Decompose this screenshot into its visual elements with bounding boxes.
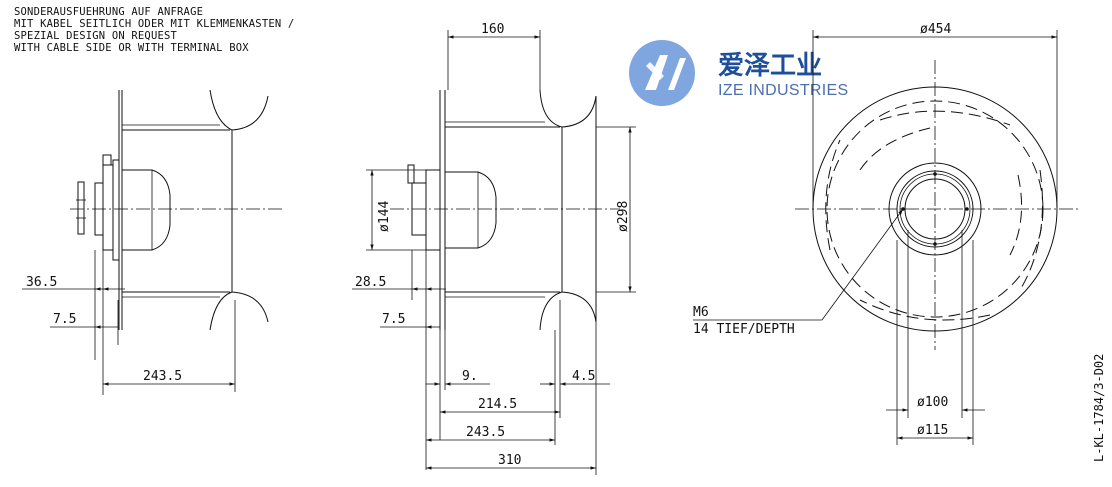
logo-mark-icon: [629, 40, 695, 106]
note-line-2: MIT KABEL SEITLICH ODER MIT KLEMMENKASTE…: [14, 18, 295, 30]
side-dim-160: 160: [481, 22, 504, 37]
left-dim-7-5: 7.5: [53, 312, 76, 327]
side-dim-243-5: 243.5: [466, 425, 505, 440]
note-line-3: SPEZIAL DESIGN ON REQUEST: [14, 30, 178, 42]
logo-english-text: IZE INDUSTRIES: [718, 82, 848, 99]
left-dim-36-5: 36.5: [26, 275, 57, 290]
front-dim-454: ø454: [920, 22, 951, 37]
note-line-1: SONDERAUSFUEHRUNG AUF ANFRAGE: [14, 6, 204, 18]
side-dim-9: 9.: [462, 369, 478, 384]
left-side-view: 36.5 7.5 243.5: [22, 89, 285, 395]
side-dim-4-5: 4.5: [572, 369, 595, 384]
side-section-view: 160 ø144 ø298 28.5 7.5 9. 4.5: [352, 22, 636, 475]
logo-chinese-text: 爱泽工业: [718, 51, 822, 81]
front-dim-115: ø115: [917, 423, 948, 438]
side-dim-28-5: 28.5: [355, 275, 386, 290]
front-view: ø454 M6 14 TIEF/DEPTH ø100 ø115: [693, 22, 1080, 445]
front-thread-label: M6: [693, 305, 709, 320]
left-dim-243-5: 243.5: [143, 369, 182, 384]
company-logo: 爱泽工业 IZE INDUSTRIES: [629, 40, 848, 106]
front-dim-100: ø100: [917, 395, 948, 410]
note-line-4: WITH CABLE SIDE OR WITH TERMINAL BOX: [14, 42, 249, 54]
side-dim-144: ø144: [377, 201, 392, 232]
side-dim-298: ø298: [616, 201, 631, 232]
side-dim-7-5: 7.5: [382, 312, 405, 327]
drawing-id: L-KL-1784/3-D02: [1092, 354, 1106, 462]
side-dim-310: 310: [498, 453, 521, 468]
side-dim-214-5: 214.5: [478, 397, 517, 412]
front-depth-label: 14 TIEF/DEPTH: [693, 322, 795, 337]
